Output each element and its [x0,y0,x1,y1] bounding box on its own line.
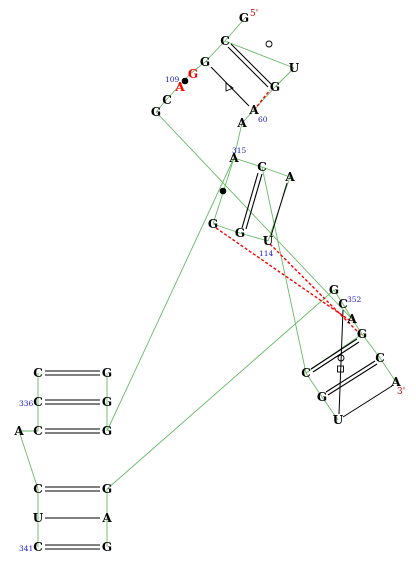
pair-a-u-single [270,182,288,237]
five-prime-label: 5' [250,9,258,19]
nt-c: C [257,160,267,174]
nt-a-highlight: A [174,80,185,94]
backbone-c-a3 [379,357,397,383]
nt-c: C [301,366,311,380]
nt-a: A [13,424,24,438]
nt-c: C [33,424,43,438]
nt-g-5prime: G [239,11,249,25]
symbol-open-circle-1 [265,40,273,48]
nt-c: C [33,482,43,496]
interaction-u-g [269,243,363,337]
symbol-filled-circle-2 [219,187,227,195]
canonical-pairs [45,43,378,550]
nt-g: G [357,327,367,341]
residue-number-352: 352 [347,295,362,304]
nt-g: G [102,482,112,496]
tertiary-interactions [215,89,363,337]
backbone-g-u [239,232,269,242]
backbone-a-a315 [233,122,243,159]
nt-g-highlight: G [188,67,198,81]
nt-g: G [270,80,280,94]
pair-3-c-ga [310,338,358,370]
nt-g: G [102,395,112,409]
nt-a-60: A [248,103,259,117]
nt-u: U [333,413,344,427]
interaction-a-g [253,89,271,111]
residue-number-60: 60 [258,115,268,124]
backbone-g-g [212,223,241,234]
symbol-triangle [225,82,234,92]
backbone-g-c-outer [361,333,381,359]
pair-c-g-2b [245,173,263,230]
nucleotides: G C G G A C G U G A A A C A G G U G C A … [13,11,401,554]
backbone-a315-g-stem [106,157,235,432]
nt-a-3prime: A [390,375,401,389]
symbol-filled-circle-1 [181,77,189,85]
pair-3-c-gb [312,341,360,373]
nt-u: U [289,61,300,75]
backbone-g-g334 [106,289,335,490]
pair-3-g-cb [327,363,378,396]
nt-g: G [208,217,218,231]
symbol-open-circle-2 [337,354,345,362]
nt-c-352: C [338,297,348,311]
symbol-square [337,365,344,373]
pair-c-g-2a [241,172,259,229]
nt-c-336: C [33,395,43,409]
nt-a-315: A [228,151,239,165]
nt-u-114: U [263,234,274,248]
nt-g: G [317,390,327,404]
wobble-pairs [45,66,393,519]
backbone-g-long [155,111,353,320]
strand-ends: 5' 3' [250,9,405,397]
backbone-hairpin-3 [342,303,363,335]
backbone-u-g [274,67,295,88]
nt-a: A [101,511,112,525]
nt-c: C [33,366,43,380]
nt-g: G [102,366,112,380]
pair-a-u-3 [342,385,393,418]
residue-number-336: 336 [19,399,34,408]
backbone-c-g [305,372,323,398]
backbone-g-c352 [333,289,344,305]
residue-number-315: 315 [232,146,247,155]
interaction-g-a [215,227,353,323]
nt-a: A [284,170,295,184]
backbone-c-u [224,40,295,69]
residue-number-341: 341 [19,544,33,553]
residue-numbers: 109 60 315 114 352 336 341 [19,75,362,553]
residue-number-109: 109 [165,75,180,84]
nt-c-341: C [33,540,43,554]
nt-g: G [102,540,112,554]
nt-a: A [346,312,357,326]
nt-g: G [329,283,339,297]
backbone-lines [18,17,397,547]
nt-c: C [220,34,230,48]
residue-number-114: 114 [259,249,274,258]
nt-u: U [33,511,44,525]
nt-g: G [235,226,245,240]
three-prime-label: 3' [397,387,405,397]
pair-g-a-single [210,66,250,107]
backbone-g-u [321,396,339,421]
nt-g: G [151,105,161,119]
pair-c352-u [338,309,344,415]
nt-a: A [236,116,247,130]
noncanonical-symbols [181,40,345,373]
pair-c-g-1b [227,46,269,88]
backbone-c-u-diag [261,166,307,374]
pair-c-g-1a [230,43,272,85]
nt-c: C [162,93,172,107]
nt-g: G [200,55,210,69]
nt-g: G [102,424,112,438]
backbone-a-c [18,430,39,490]
nt-c: C [375,351,385,365]
pair-3-g-ca [325,360,376,393]
backbone-a-a [241,109,255,124]
